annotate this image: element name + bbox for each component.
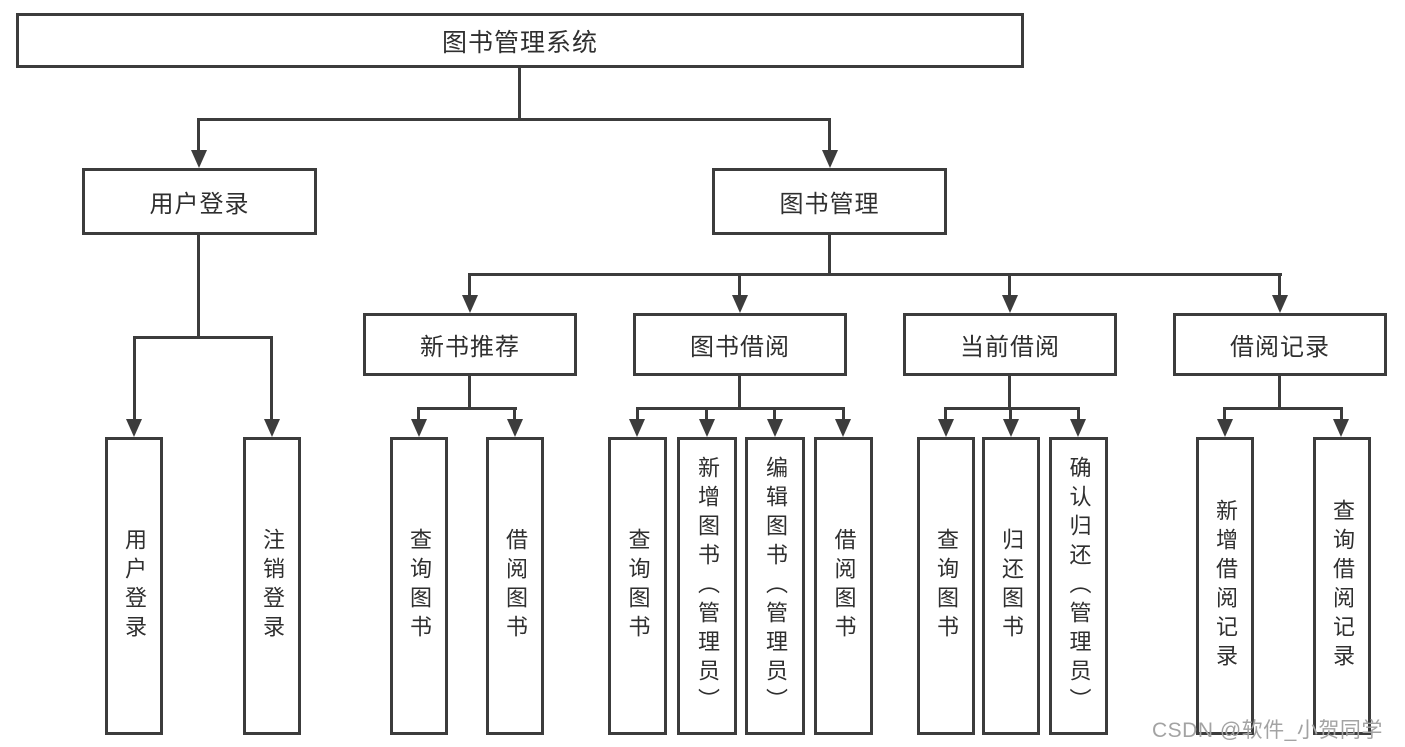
connector-drop-leaf <box>133 336 136 421</box>
leaf-label: 查询借阅记录 <box>1330 499 1355 673</box>
leaf-return-books: 归还图书 <box>982 437 1040 735</box>
connector-drop-leaf <box>1340 407 1343 421</box>
node-current-borrow: 当前借阅 <box>903 313 1117 376</box>
arrow-down-icon <box>1272 295 1288 313</box>
node-root: 图书管理系统 <box>16 13 1024 68</box>
leaf-borrow-books-recommend: 借阅图书 <box>486 437 544 735</box>
connector-group-stem <box>738 376 741 407</box>
node-new-book-recommend: 新书推荐 <box>363 313 577 376</box>
leaf-label: 编辑图书（管理员） <box>763 455 788 717</box>
arrow-down-icon <box>732 295 748 313</box>
connector-group-stem <box>1008 376 1011 407</box>
node-book-management: 图书管理 <box>712 168 947 235</box>
connector-book-mgmt-bus <box>468 273 1282 276</box>
leaf-label: 新增借阅记录 <box>1213 499 1238 673</box>
arrow-down-icon <box>264 419 280 437</box>
connector-drop-leaf <box>513 407 516 421</box>
leaf-add-books-admin: 新增图书（管理员） <box>677 437 737 735</box>
connector-user-login-bus <box>133 336 273 339</box>
connector-drop-leaf <box>1077 407 1080 421</box>
connector-drop-leaf <box>842 407 845 421</box>
leaf-label: 查询图书 <box>625 528 651 644</box>
leaf-query-books-current: 查询图书 <box>917 437 975 735</box>
connector-root-bus <box>197 118 831 121</box>
arrow-down-icon <box>699 419 715 437</box>
leaf-query-books-borrow: 查询图书 <box>608 437 667 735</box>
node-user-login-label: 用户登录 <box>149 191 250 218</box>
arrow-down-icon <box>629 419 645 437</box>
arrow-down-icon <box>126 419 142 437</box>
connector-drop-group <box>1008 273 1011 297</box>
node-root-label: 图书管理系统 <box>441 28 598 57</box>
leaf-add-borrow-record: 新增借阅记录 <box>1196 437 1254 735</box>
arrow-down-icon <box>938 419 954 437</box>
connector-drop-group <box>1278 273 1281 297</box>
leaf-label: 借阅图书 <box>831 528 857 644</box>
arrow-down-icon <box>191 150 207 168</box>
leaf-confirm-return-admin: 确认归还（管理员） <box>1049 437 1108 735</box>
connector-group-stem <box>1278 376 1281 407</box>
node-label: 图书借阅 <box>690 334 790 361</box>
connector-group-bus <box>944 407 1080 410</box>
connector-drop-leaf <box>773 407 776 421</box>
arrow-down-icon <box>462 295 478 313</box>
leaf-label: 查询图书 <box>934 528 959 644</box>
leaf-borrow-books: 借阅图书 <box>814 437 873 735</box>
csdn-watermark: CSDN @软件_小贺同学 <box>1152 719 1383 742</box>
arrow-down-icon <box>411 419 427 437</box>
arrow-down-icon <box>1217 419 1233 437</box>
connector-drop-leaf <box>417 407 420 421</box>
connector-drop-leaf <box>636 407 639 421</box>
leaf-label: 归还图书 <box>999 528 1024 644</box>
leaf-label: 确认归还（管理员） <box>1066 455 1092 717</box>
connector-group-bus <box>417 407 517 410</box>
leaf-query-books-recommend: 查询图书 <box>390 437 448 735</box>
connector-group-stem <box>468 376 471 407</box>
leaf-query-borrow-record: 查询借阅记录 <box>1313 437 1371 735</box>
arrow-down-icon <box>1333 419 1349 437</box>
arrow-down-icon <box>1002 295 1018 313</box>
arrow-down-icon <box>767 419 783 437</box>
node-book-management-label: 图书管理 <box>779 191 880 218</box>
leaf-edit-books-admin: 编辑图书（管理员） <box>745 437 805 735</box>
leaf-label: 查询图书 <box>407 528 432 644</box>
connector-drop-leaf <box>944 407 947 421</box>
node-label: 当前借阅 <box>960 334 1060 361</box>
leaf-label: 注销登录 <box>260 528 285 644</box>
connector-drop-user-login <box>197 118 200 152</box>
arrow-down-icon <box>835 419 851 437</box>
connector-group-bus <box>1223 407 1343 410</box>
arrow-down-icon <box>822 150 838 168</box>
node-label: 新书推荐 <box>420 334 520 361</box>
node-label: 借阅记录 <box>1230 334 1330 361</box>
connector-group-bus <box>636 407 845 410</box>
arrow-down-icon <box>1070 419 1086 437</box>
connector-book-mgmt-stem <box>828 235 831 273</box>
connector-user-login-stem <box>197 235 200 336</box>
connector-drop-leaf <box>1223 407 1226 421</box>
node-book-borrow: 图书借阅 <box>633 313 847 376</box>
leaf-label: 用户登录 <box>122 528 147 644</box>
connector-drop-book-mgmt <box>828 118 831 152</box>
connector-drop-group <box>468 273 471 297</box>
connector-drop-leaf <box>270 336 273 421</box>
node-user-login: 用户登录 <box>82 168 317 235</box>
connector-drop-leaf <box>705 407 708 421</box>
leaf-user-login: 用户登录 <box>105 437 163 735</box>
leaf-label: 借阅图书 <box>503 528 528 644</box>
arrow-down-icon <box>507 419 523 437</box>
arrow-down-icon <box>1003 419 1019 437</box>
leaf-logout: 注销登录 <box>243 437 301 735</box>
connector-drop-leaf <box>1009 407 1012 421</box>
leaf-label: 新增图书（管理员） <box>695 455 720 717</box>
connector-root-stem <box>518 68 521 118</box>
node-borrow-records: 借阅记录 <box>1173 313 1387 376</box>
connector-drop-group <box>738 273 741 297</box>
